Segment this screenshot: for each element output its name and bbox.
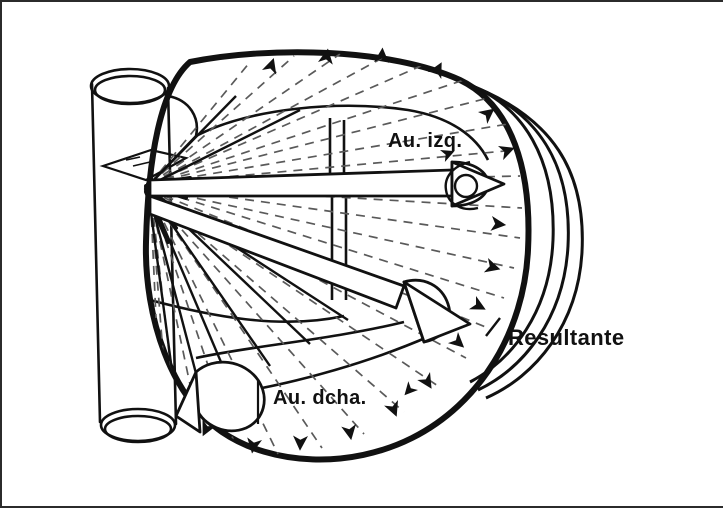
lower-cone-base (194, 360, 266, 433)
heart-outline (142, 49, 532, 463)
outer-curves (461, 80, 584, 400)
vena-cava-tube (89, 67, 178, 444)
label-au-dcha: Au. dcha. (273, 387, 367, 409)
tube-right-wall (166, 86, 178, 426)
right-atrium-cone-tip (402, 280, 472, 344)
label-resultante: Resultante (508, 325, 624, 350)
label-au-izq: Au. izq. (388, 130, 462, 152)
lower-left-cone-arrow (174, 360, 266, 434)
right-atrium-arrow (148, 194, 472, 344)
tube-heart-junction (167, 94, 199, 137)
tube-bottom-rim-inner (103, 414, 173, 444)
valve-orifice-plate (99, 148, 190, 182)
valve-annulus-ring (444, 160, 479, 211)
lower-cone-tip (174, 370, 202, 434)
tube-top-rim-inner (93, 74, 167, 106)
resultante-leader (485, 317, 501, 337)
wall-arrowheads (202, 47, 515, 454)
